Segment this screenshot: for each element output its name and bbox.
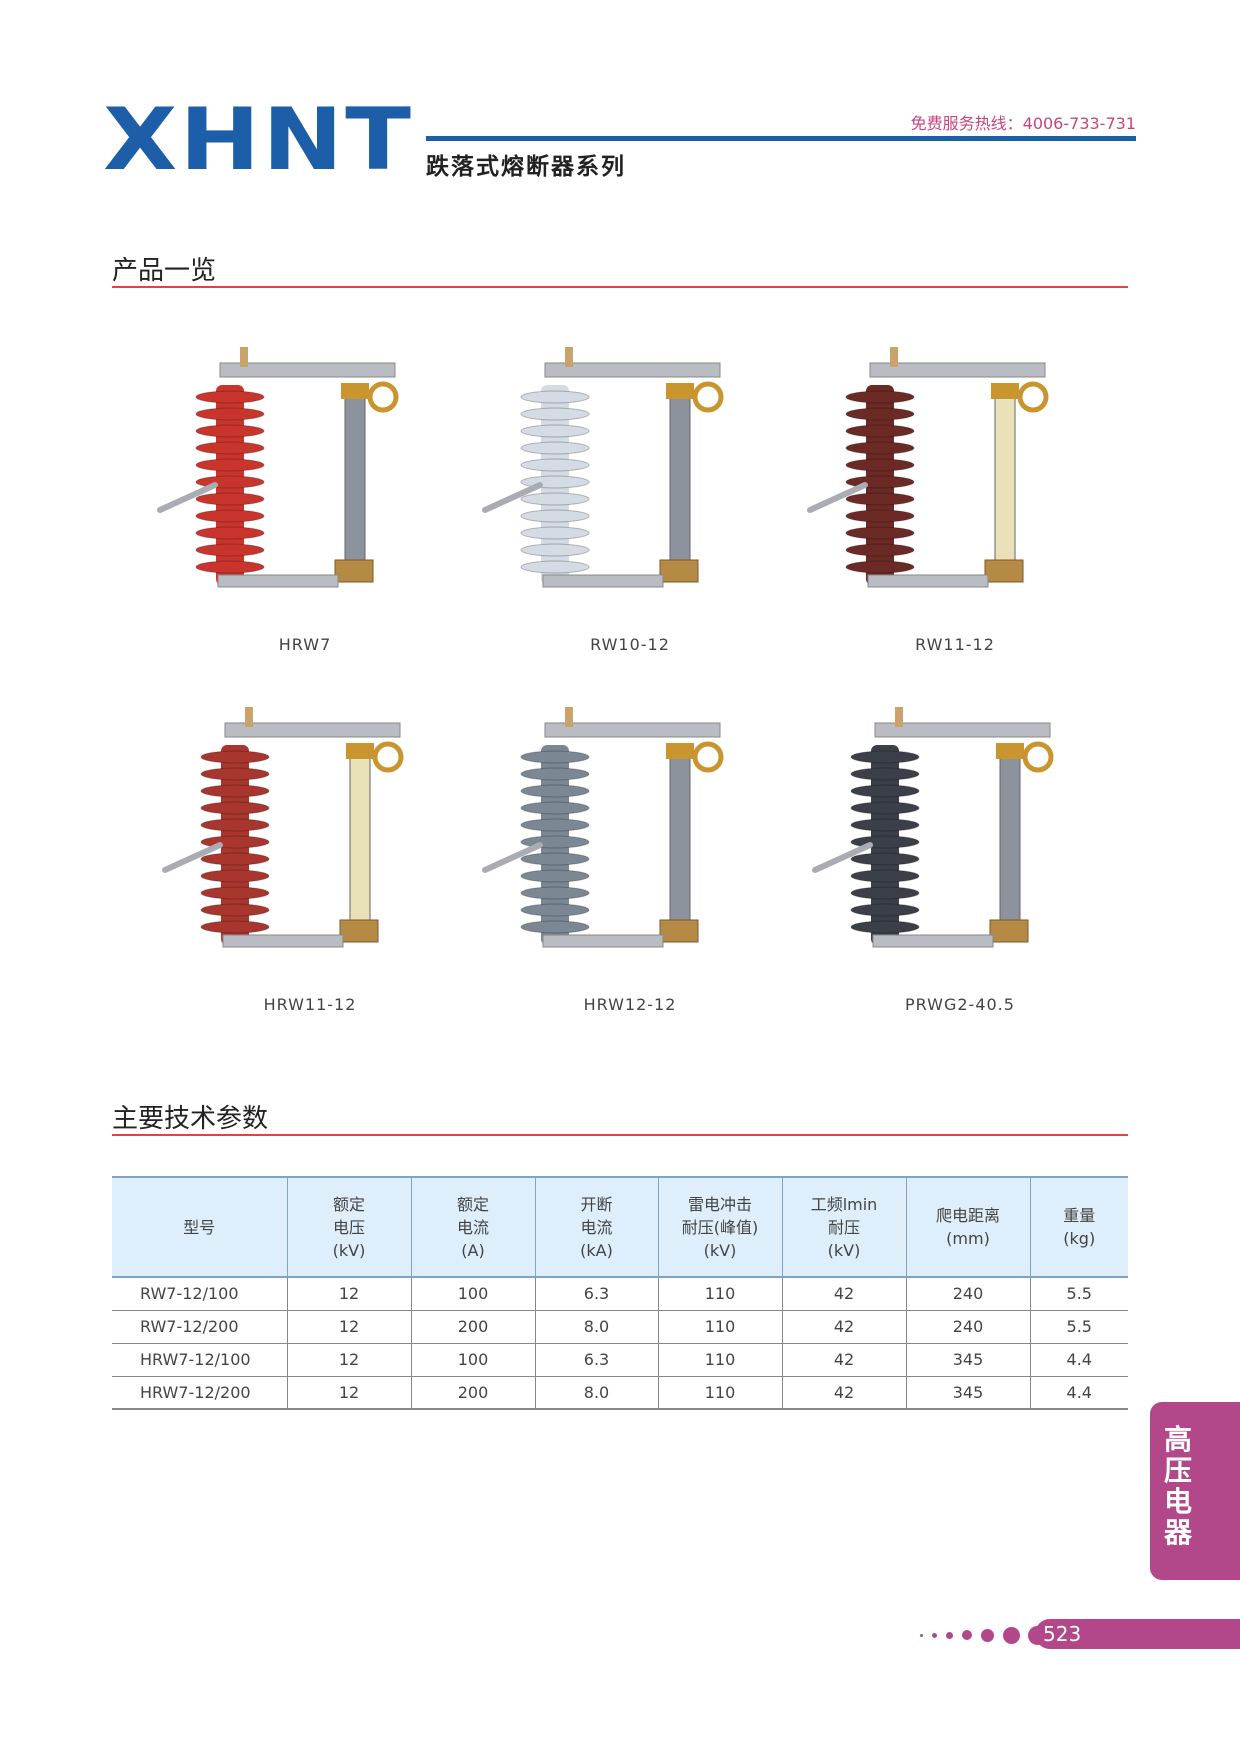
table-cell: 200 — [410, 1376, 535, 1410]
table-cell: RW7-12/200 — [112, 1310, 287, 1344]
column-header: 型号 — [112, 1176, 287, 1278]
table-cell: RW7-12/100 — [112, 1277, 287, 1311]
table-cell: 110 — [657, 1343, 782, 1377]
table-cell: 110 — [657, 1310, 782, 1344]
table-cell: 8.0 — [534, 1310, 658, 1344]
table-cell: 42 — [781, 1376, 906, 1410]
column-header: 额定电流(A) — [410, 1176, 535, 1278]
table-cell: 6.3 — [534, 1277, 658, 1311]
header-divider — [426, 136, 1136, 141]
product-card: PRWG2-40.5 — [800, 695, 1120, 1025]
service-hotline: 免费服务热线：4006-733-731 — [910, 114, 1136, 133]
series-title: 跌落式熔断器系列 — [426, 154, 626, 180]
column-header: 重量(kg) — [1029, 1176, 1128, 1278]
table-cell: 110 — [657, 1277, 782, 1311]
table-cell: 8.0 — [534, 1376, 658, 1410]
product-card: RW10-12 — [470, 335, 790, 665]
product-model-label: HRW7 — [278, 635, 332, 654]
product-card: HRW12-12 — [470, 695, 790, 1025]
table-cell: 42 — [781, 1343, 906, 1377]
section-rule — [112, 1134, 1128, 1136]
fuse-cutout-illustration — [812, 707, 1054, 948]
category-side-tab[interactable]: 高压电器 — [1150, 1402, 1240, 1580]
fuse-cutout-illustration — [162, 707, 404, 948]
table-cell: HRW7-12/200 — [112, 1376, 287, 1410]
table-cell: 240 — [905, 1277, 1030, 1311]
brand-logo: XHNT — [103, 97, 411, 183]
product-card: HRW7 — [145, 335, 465, 665]
column-header: 爬电距离(mm) — [905, 1176, 1030, 1278]
product-model-label: PRWG2-40.5 — [905, 995, 1015, 1014]
table-cell: 110 — [657, 1376, 782, 1410]
table-cell: 345 — [905, 1343, 1030, 1377]
table-cell: 100 — [410, 1277, 535, 1311]
fuse-cutout-illustration — [807, 347, 1049, 588]
table-cell: 240 — [905, 1310, 1030, 1344]
table-cell: 6.3 — [534, 1343, 658, 1377]
table-cell: 42 — [781, 1310, 906, 1344]
spec-table: 型号额定电压(kV)额定电流(A)开断电流(kA)雷电冲击耐压(峰值)(kV)工… — [112, 1176, 1128, 1410]
side-tab-label: 高压电器 — [1163, 1423, 1192, 1549]
table-cell: HRW7-12/100 — [112, 1343, 287, 1377]
column-header: 开断电流(kA) — [534, 1176, 658, 1278]
section-title-overview: 产品一览 — [112, 256, 217, 286]
table-cell: 4.4 — [1029, 1343, 1128, 1377]
table-cell: 42 — [781, 1277, 906, 1311]
table-cell: 100 — [410, 1343, 535, 1377]
table-header-row: 型号额定电压(kV)额定电流(A)开断电流(kA)雷电冲击耐压(峰值)(kV)工… — [112, 1176, 1128, 1278]
product-model-label: HRW11-12 — [263, 995, 357, 1014]
table-cell: 12 — [286, 1343, 411, 1377]
fuse-cutout-illustration — [482, 707, 724, 948]
column-header: 额定电压(kV) — [286, 1176, 411, 1278]
table-cell: 12 — [286, 1310, 411, 1344]
product-card: HRW11-12 — [150, 695, 470, 1025]
product-model-label: RW11-12 — [915, 635, 995, 654]
table-cell: 5.5 — [1029, 1310, 1128, 1344]
table-cell: 12 — [286, 1376, 411, 1410]
table-cell: 12 — [286, 1277, 411, 1311]
product-model-label: RW10-12 — [590, 635, 670, 654]
table-cell: 4.4 — [1029, 1376, 1128, 1410]
table-cell: 345 — [905, 1376, 1030, 1410]
column-header: 雷电冲击耐压(峰值)(kV) — [657, 1176, 782, 1278]
product-model-label: HRW12-12 — [583, 995, 677, 1014]
table-cell: 200 — [410, 1310, 535, 1344]
section-title-params: 主要技术参数 — [112, 1104, 269, 1134]
product-card: RW11-12 — [795, 335, 1115, 665]
table-cell: 5.5 — [1029, 1277, 1128, 1311]
page-number: 523 — [1043, 1622, 1082, 1646]
fuse-cutout-illustration — [482, 347, 724, 588]
page-number-badge: 523 — [1035, 1619, 1240, 1649]
logo-text: XHNT — [103, 90, 414, 190]
fuse-cutout-illustration — [157, 347, 399, 588]
section-rule — [112, 286, 1128, 288]
